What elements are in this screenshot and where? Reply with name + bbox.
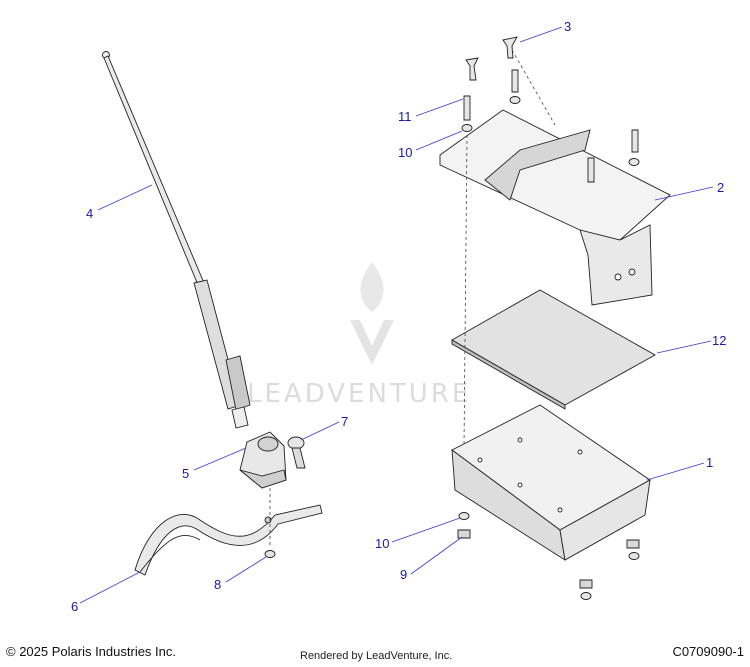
callout-7: 7 — [341, 414, 348, 429]
callout-3: 3 — [564, 19, 571, 34]
ground-strap — [134, 504, 323, 576]
diagram-id: C0709090-1 — [672, 644, 744, 659]
fasteners — [457, 36, 640, 600]
mounting-bracket — [439, 109, 671, 306]
antenna-base — [239, 431, 287, 489]
bolt-7 — [287, 436, 306, 469]
control-module — [451, 404, 651, 561]
leadventure-watermark: LEADVENTURE — [247, 262, 471, 409]
antenna-mast — [102, 51, 251, 429]
callout-6: 6 — [71, 599, 78, 614]
copyright-text: © 2025 Polaris Industries Inc. — [6, 644, 176, 659]
callout-9: 9 — [400, 567, 407, 582]
callout-4: 4 — [86, 206, 93, 221]
callout-2: 2 — [717, 180, 724, 195]
alignment-lines — [269, 49, 556, 548]
leader-lines — [79, 26, 714, 604]
foam-pad — [451, 289, 656, 410]
watermark-text: LEADVENTURE — [247, 379, 471, 409]
rendered-by-text: Rendered by LeadVenture, Inc. — [300, 650, 453, 662]
callout-10-upper: 10 — [398, 145, 412, 160]
callout-10-lower: 10 — [375, 536, 389, 551]
callout-8: 8 — [214, 577, 221, 592]
washer-8 — [264, 550, 276, 558]
callout-1: 1 — [706, 455, 713, 470]
callout-11: 11 — [398, 109, 412, 124]
callout-5: 5 — [182, 466, 189, 481]
callout-12: 12 — [712, 333, 726, 348]
